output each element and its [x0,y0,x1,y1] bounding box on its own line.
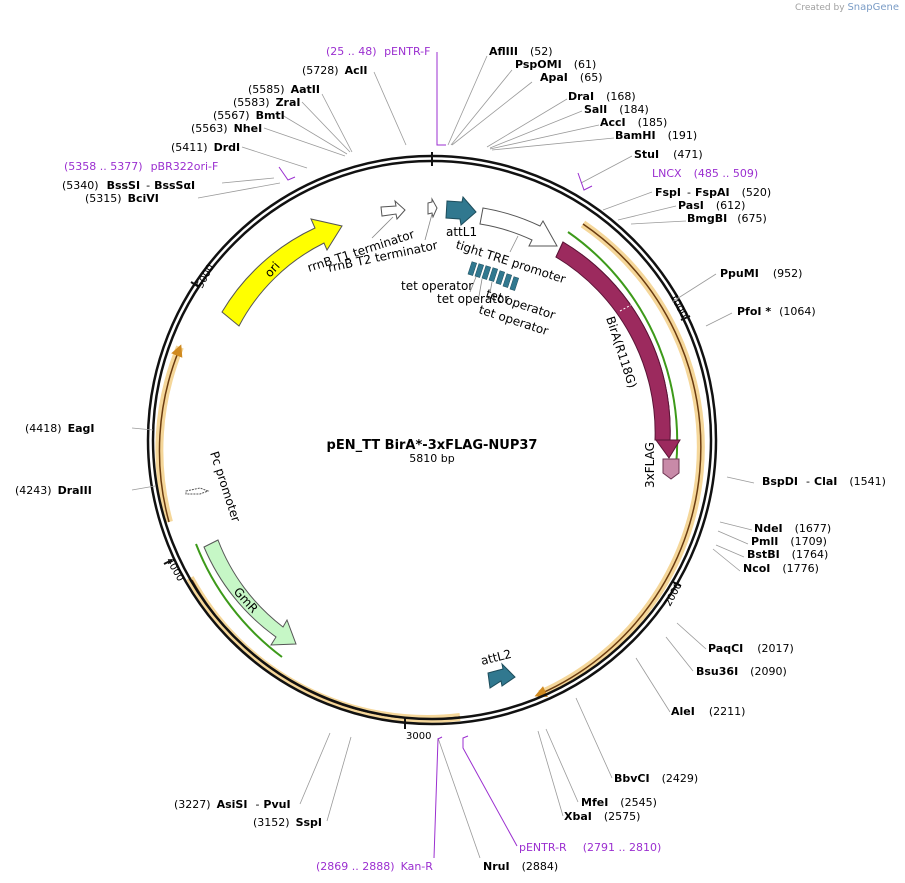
enzyme-xbai[interactable]: XbaI(2575) [564,810,640,823]
enzyme-bstbi[interactable]: BstBI(1764) [747,548,828,561]
enzyme-ppumi[interactable]: PpuMI(952) [720,267,802,280]
enzyme-nhei[interactable]: (5563)NheI [191,122,262,135]
green-arc-left [195,543,283,658]
enzyme-bbvci[interactable]: BbvCI(2429) [614,772,698,785]
enzyme-ndei[interactable]: NdeI(1677) [754,522,831,535]
enzyme-pfoi[interactable]: PfoI *(1064) [737,305,816,318]
enzyme-bsu36i[interactable]: Bsu36I(2090) [696,665,787,678]
primer-pentr-f[interactable]: (25 .. 48) pENTR-F [326,45,430,58]
feature-pc-promoter[interactable]: Pc promoter [185,450,243,524]
enzyme-pasi[interactable]: PasI(612) [678,199,745,212]
primer-pbr322ori-f[interactable]: (5358 .. 5377)pBR322ori-F [64,160,218,173]
primer-pentr-r[interactable]: pENTR-R(2791 .. 2810) [519,841,661,854]
enzyme-bamhi[interactable]: BamHI(191) [615,129,697,142]
tick-label-5000: 5000 [195,263,217,291]
enzyme-mfei[interactable]: MfeI(2545) [581,796,657,809]
tick-label-3000: 3000 [406,731,431,742]
enzyme-drai[interactable]: DraI(168) [568,90,636,103]
enzyme-fspi[interactable]: FspI-FspAI(520) [655,186,771,199]
enzyme-bsssi[interactable]: (5340)BssSI-BssSαI [62,179,195,192]
pc-arrow [185,487,210,495]
rrnb-t2-arrow [427,197,438,219]
enzyme-zrai[interactable]: (5583)ZraI [233,96,301,109]
enzyme-bmgbi[interactable]: BmgBI(675) [687,212,767,225]
feature-ori[interactable]: ori [221,218,343,327]
enzyme-bcivi[interactable]: (5315)BciVI [85,192,159,205]
credit-prefix: Created by [795,3,845,13]
tick-marks [163,152,691,729]
attl1-arrow [445,195,477,226]
enzyme-acci[interactable]: AccI(185) [600,116,667,129]
attl2-arrow [487,662,516,689]
enzyme-alei[interactable]: AleI(2211) [671,705,745,718]
tre-arrow [479,207,558,247]
enzyme-bspdi[interactable]: BspDI-ClaI(1541) [762,475,886,488]
primer-lines [278,52,593,859]
enzyme-acli[interactable]: (5728)AclI [302,64,367,77]
feature-attl1[interactable]: attL1 [445,195,477,239]
pc-label: Pc promoter [207,450,243,524]
enzyme-sspi[interactable]: (3152)SspI [253,816,322,829]
snapgene-credit: Created by SnapGene [795,2,899,13]
enzyme-labels-right: AflIII(52) PspOMI(61) ApaI(65) DraI(168)… [483,45,886,873]
rrnb-t1-arrow [380,199,406,221]
feature-attl2[interactable]: attL2 [479,647,516,689]
plasmid-size: 5810 bp [409,452,454,465]
enzyme-paqci[interactable]: PaqCI(2017) [708,642,794,655]
enzyme-nrui[interactable]: NruI(2884) [483,860,558,873]
flag-label: 3xFLAG [643,442,657,488]
enzyme-pspomi[interactable]: PspOMI(61) [515,58,596,71]
plasmid-name: pEN_TT BirA*-3xFLAG-NUP37 [327,438,538,453]
enzyme-ncoi[interactable]: NcoI(1776) [743,562,819,575]
tet-operator-label-1: tet operator [401,279,473,293]
snapgene-logo: SnapGene [847,2,899,13]
primer-lncx[interactable]: LNCX(485 .. 509) [652,167,758,180]
gmr-arrow [203,539,297,646]
orf-arc-left-line [158,344,183,523]
enzyme-bmti[interactable]: (5567)BmtI [213,109,285,122]
leader-lines [131,55,755,859]
feature-3xflag[interactable]: 3xFLAG [643,442,680,488]
orf-arc-right-line [534,223,702,698]
enzyme-aatii[interactable]: (5585)AatII [248,83,320,96]
bira-body [555,241,671,441]
enzyme-apai[interactable]: ApaI(65) [540,71,603,84]
enzyme-afliii[interactable]: AflIII(52) [489,45,553,58]
enzyme-labels-left: (25 .. 48) pENTR-F (5728)AclI (5585)AatI… [15,45,433,873]
attl2-label: attL2 [479,647,513,668]
enzyme-eagi[interactable]: (4418)EagI [25,422,94,435]
enzyme-asisi[interactable]: (3227)AsiSI-PvuI [174,798,291,811]
attl1-label: attL1 [446,225,477,239]
tet-operator-label-2: tet operator [437,292,509,306]
enzyme-pmli[interactable]: PmlI(1709) [751,535,827,548]
ori-arrow [221,218,343,327]
enzyme-draiii[interactable]: (4243)DraIII [15,484,92,497]
tick-label-4000: 4000 [163,556,185,584]
flag-arrow [662,458,680,480]
enzyme-drdi[interactable]: (5411)DrdI [171,141,240,154]
primer-kan-r[interactable]: (2869 .. 2888)Kan-R [316,860,433,873]
green-arc-right [567,231,679,467]
enzyme-stui[interactable]: StuI(471) [634,148,703,161]
enzyme-sali[interactable]: SalI(184) [584,103,649,116]
